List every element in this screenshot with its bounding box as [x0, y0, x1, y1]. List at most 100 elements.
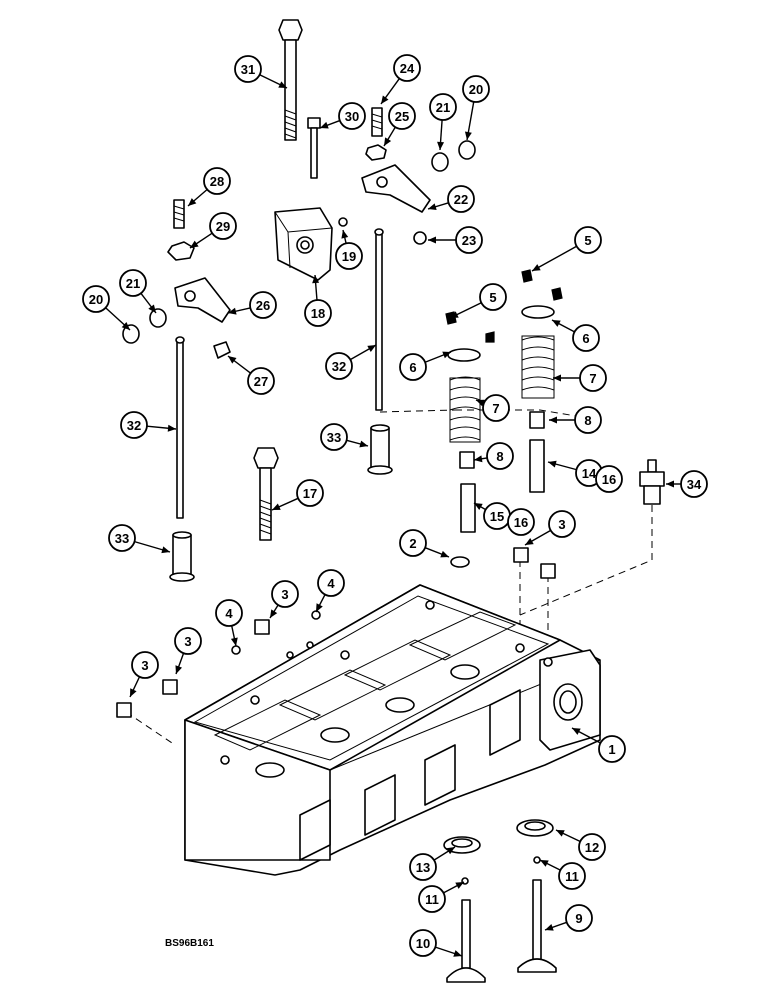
callout-bubble [338, 102, 366, 130]
callout-bubble [409, 929, 437, 957]
callout-bubble [119, 269, 147, 297]
callout-28: 28 [187, 167, 231, 207]
rocker-arm-lower [174, 277, 231, 323]
callout-33: 33 [320, 423, 369, 451]
callout-bubble [565, 904, 593, 932]
callout-bubble [203, 167, 231, 195]
callout-bubble [598, 735, 626, 763]
arrow-head [552, 320, 561, 327]
callout-20: 20 [462, 75, 490, 141]
callout-8: 8 [549, 406, 602, 434]
leader-line [531, 245, 577, 272]
callout-bubble [574, 226, 602, 254]
callout-bubble [234, 55, 262, 83]
callout-bubble [304, 299, 332, 327]
callout-23: 23 [428, 226, 483, 254]
arrow-head [666, 480, 674, 488]
callout-label: 29 [216, 219, 230, 234]
arrow-head [148, 304, 156, 313]
arrow-head [474, 455, 483, 463]
callout-label: 6 [409, 360, 416, 375]
callout-21: 21 [119, 269, 157, 314]
callout-bubble [595, 465, 623, 493]
arrow-head [316, 603, 323, 612]
arrow-head [130, 688, 137, 697]
callout-15: 15 [473, 502, 511, 530]
callout-bubble [108, 524, 136, 552]
arrow-head [121, 322, 130, 330]
valve-spring-right [521, 305, 555, 399]
callout-6: 6 [399, 351, 452, 381]
valve-intake [446, 899, 486, 983]
callout-bubble [120, 411, 148, 439]
arrow-head [525, 538, 534, 545]
arrow-head [474, 503, 483, 510]
callout-label: 34 [687, 477, 702, 492]
callout-bubble [578, 833, 606, 861]
callout-label: 27 [254, 374, 268, 389]
callout-label: 5 [584, 233, 591, 248]
callout-bubble [296, 479, 324, 507]
callout-3: 3 [524, 510, 576, 546]
arrow-head [278, 81, 287, 88]
callout-10: 10 [409, 929, 463, 957]
arrow-head [228, 356, 237, 364]
callout-label: 6 [582, 331, 589, 346]
arrow-head [270, 609, 278, 618]
callout-label: 16 [514, 515, 528, 530]
callout-19: 19 [335, 229, 363, 270]
arrow-head [464, 131, 472, 140]
callout-1: 1 [571, 727, 626, 763]
callout-bubble [579, 364, 607, 392]
callout-bubble [462, 75, 490, 103]
callout-27: 27 [227, 355, 275, 395]
callout-13: 13 [409, 846, 456, 881]
spring-left [167, 199, 195, 261]
callout-label: 20 [89, 292, 103, 307]
arrow-head [553, 374, 561, 382]
arrow-head [384, 137, 392, 146]
arrow-head [455, 882, 464, 889]
arrow-head [230, 637, 238, 646]
callout-bubble [209, 212, 237, 240]
rocker-arm-upper [361, 164, 431, 213]
callout-label: 16 [602, 472, 616, 487]
callout-bubble [82, 285, 110, 313]
callout-label: 11 [565, 869, 579, 884]
callout-bubble [429, 93, 457, 121]
arrow-head [341, 230, 349, 239]
callout-label: 3 [141, 658, 148, 673]
callout-label: 12 [585, 840, 599, 855]
arrow-head [190, 240, 199, 248]
arrow-head [446, 847, 455, 855]
cylinder-head [184, 584, 601, 876]
callout-label: 14 [582, 466, 597, 481]
callout-bubble [131, 651, 159, 679]
callout-12: 12 [555, 829, 606, 861]
arrow-head [367, 345, 376, 352]
callout-11: 11 [418, 881, 465, 913]
arrow-head [437, 141, 445, 150]
callout-label: 22 [454, 192, 468, 207]
arrow-head [450, 311, 459, 318]
callout-32: 32 [325, 344, 377, 380]
callout-label: 30 [345, 109, 359, 124]
callout-2: 2 [399, 529, 450, 558]
arrow-head [320, 121, 329, 129]
arrow-head [548, 460, 557, 468]
callout-20: 20 [82, 285, 131, 331]
callout-31: 31 [234, 55, 288, 89]
push-rod-left [175, 336, 185, 519]
callout-bubble [455, 226, 483, 254]
callout-5: 5 [449, 283, 507, 319]
callout-bubble [680, 470, 708, 498]
callout-bubble [507, 508, 535, 536]
arrow-head [453, 950, 462, 957]
arrow-head [556, 830, 565, 837]
arrow-head [188, 198, 197, 206]
callout-3: 3 [269, 580, 299, 619]
arrow-head [545, 924, 554, 931]
callout-label: 33 [327, 430, 341, 445]
arrow-head [359, 440, 368, 448]
